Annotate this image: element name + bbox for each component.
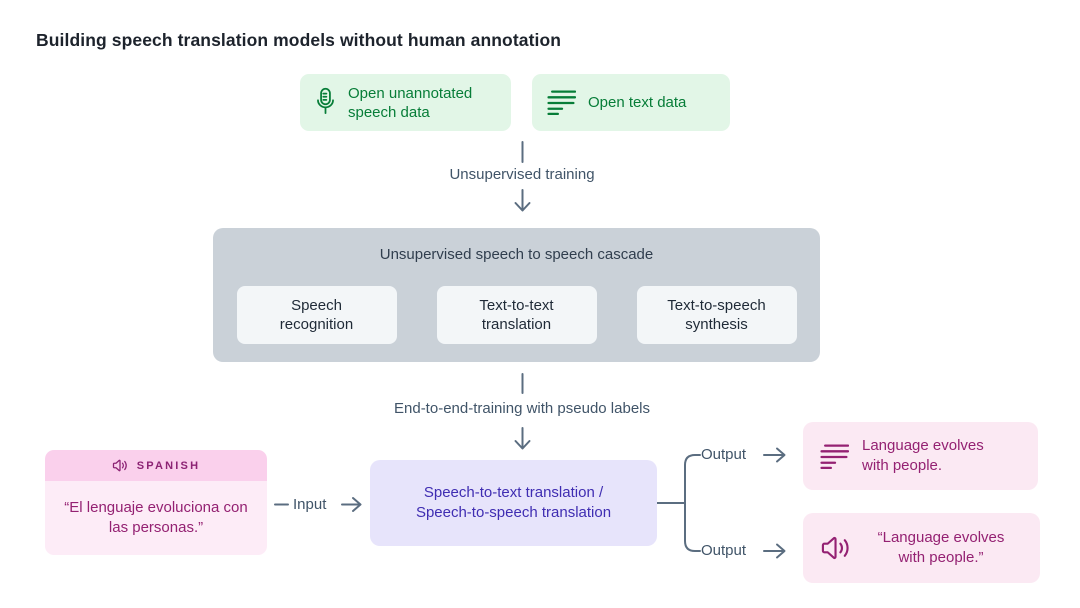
arrow-to-cascade-head — [514, 202, 531, 212]
stage-label: Speech recognition — [279, 297, 354, 333]
microphone-icon — [317, 87, 334, 114]
input-label: Input — [293, 496, 327, 513]
output-speech-card: “Language evolves with people.” — [803, 513, 1040, 583]
open-speech-data-card: Open unannotated speech data — [300, 74, 511, 131]
spanish-card-header: SPANISH — [45, 450, 267, 481]
arrow-to-model-head — [514, 440, 531, 450]
output-text-card: Language evolves with people. — [803, 422, 1038, 490]
output-top-label: Output — [701, 446, 747, 463]
cascade-stage-row: Speech recognition Text-to-text translat… — [213, 286, 820, 344]
speaker-icon — [112, 459, 127, 472]
stage-label: Text-to-text translation — [479, 297, 554, 333]
page-title: Building speech translation models witho… — [36, 30, 562, 50]
cascade-container: Unsupervised speech to speech cascade Sp… — [213, 228, 820, 362]
output-text-label: Language evolves with people. — [862, 437, 984, 474]
end-to-end-training-label: End-to-end-training with pseudo labels — [394, 400, 650, 417]
output-speech-label: “Language evolves with people.” — [877, 529, 1005, 566]
translation-model-box: Speech-to-text translation / Speech-to-s… — [370, 460, 657, 546]
open-speech-data-label: Open unannotated speech data — [348, 84, 473, 121]
output-bottom-arrow-head — [776, 543, 786, 559]
output-top-arrow-head — [776, 447, 786, 463]
stage-label: Text-to-speech synthesis — [667, 297, 766, 333]
open-text-data-card: Open text data — [532, 74, 730, 131]
text-lines-icon — [820, 443, 849, 469]
cascade-title: Unsupervised speech to speech cascade — [379, 246, 654, 263]
speaker-icon — [821, 536, 849, 560]
input-quote-text: “El lenguaje evoluciona con las personas… — [64, 499, 248, 536]
stage-speech-recognition: Speech recognition — [236, 286, 397, 344]
unsupervised-training-label: Unsupervised training — [449, 166, 595, 183]
open-text-data-label: Open text data — [588, 94, 687, 111]
spanish-input-card: SPANISH “El lenguaje evoluciona con las … — [45, 450, 267, 555]
model-label-line1: Speech-to-text translation / — [423, 484, 604, 501]
output-bracket — [656, 454, 701, 552]
output-bottom-label: Output — [701, 542, 747, 559]
model-label-line2: Speech-to-speech translation — [415, 504, 612, 521]
stage-text-to-text-translation: Text-to-text translation — [436, 286, 597, 344]
spanish-card-body: “El lenguaje evoluciona con las personas… — [45, 481, 267, 555]
input-language-label: SPANISH — [136, 459, 201, 472]
text-lines-icon — [547, 90, 576, 115]
input-arrow-head — [352, 497, 362, 512]
stage-text-to-speech-synthesis: Text-to-speech synthesis — [636, 286, 797, 344]
